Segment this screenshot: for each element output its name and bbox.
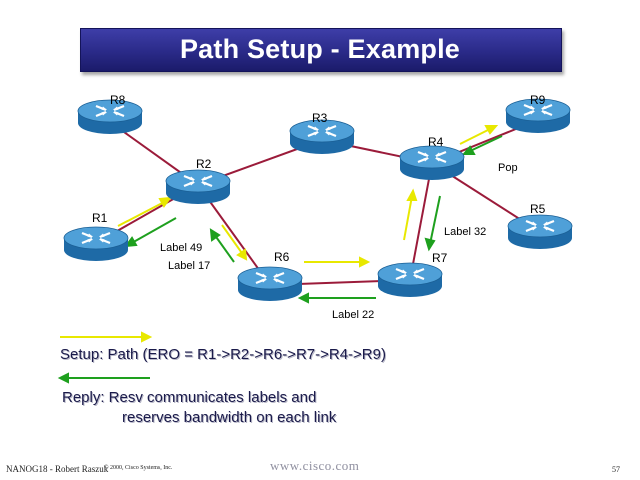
setup-arrow-r2-r6 — [221, 224, 245, 257]
router-r7-icon — [376, 261, 444, 299]
reply-arrowhead-r6-r2 — [209, 228, 221, 242]
router-r3-icon — [288, 118, 356, 156]
router-label-r2: R2 — [196, 157, 212, 171]
label-32: Label 32 — [444, 226, 486, 238]
slide-title: Path Setup - Example — [179, 34, 461, 64]
setup-arrow-r4-r9 — [459, 127, 493, 145]
footer-copyright: © 2000, Cisco Systems, Inc. — [104, 465, 173, 471]
reply-arrows — [57, 135, 503, 384]
router-label-r1: R1 — [92, 211, 108, 225]
reply-arrowhead-r2-r1 — [123, 236, 138, 248]
label-pop: Pop — [498, 162, 518, 174]
router-r4-icon — [398, 144, 466, 182]
legend-reply-text-line1: Reply: Resv communicates labels and — [62, 389, 317, 406]
reply-arrowhead-r9-r4 — [461, 145, 476, 155]
setup-arrowhead-r6-r7 — [359, 256, 371, 268]
setup-arrows — [60, 125, 499, 343]
footer-author: NANOG18 - Robert Raszuk — [6, 464, 109, 474]
legend-setup-arrowhead — [141, 331, 153, 343]
title-bar — [80, 28, 562, 72]
setup-arrowhead-r1-r2 — [158, 196, 173, 208]
router-label-r7: R7 — [432, 251, 448, 265]
reply-arrow-r4-r7 — [429, 195, 441, 245]
setup-arrow-r7-r4 — [403, 195, 413, 241]
router-r1-icon — [62, 225, 130, 263]
page-number: 57 — [612, 465, 620, 474]
label-17: Label 17 — [168, 260, 210, 272]
setup-arrowhead-r7-r4 — [406, 188, 418, 201]
reply-arrow-r2-r1 — [129, 217, 177, 245]
label-22: Label 22 — [332, 309, 374, 321]
router-label-r4: R4 — [428, 135, 444, 149]
link-r4-r7 — [409, 162, 433, 281]
router-label-r3: R3 — [312, 111, 328, 125]
legend-setup-text: Setup: Path (ERO = R1->R2->R6->R7->R4->R… — [60, 346, 386, 363]
reply-arrow-r9-r4 — [467, 135, 503, 153]
router-label-r5: R5 — [530, 202, 546, 216]
setup-arrow-r1-r2 — [117, 199, 169, 227]
router-r6-icon — [236, 265, 304, 303]
router-label-r9: R9 — [530, 93, 546, 107]
setup-arrowhead-r2-r6 — [236, 248, 248, 261]
footer-url: www.cisco.com — [270, 458, 360, 473]
legend-reply-text-line2: reserves bandwidth on each link — [122, 409, 337, 426]
reply-arrowhead-r4-r7 — [424, 237, 436, 252]
legend-reply-arrowhead — [57, 372, 69, 384]
router-r2-icon — [164, 168, 232, 206]
router-r5-icon — [506, 213, 574, 251]
router-label-r8: R8 — [110, 93, 126, 107]
reply-arrow-r6-r2 — [213, 233, 235, 263]
router-label-r6: R6 — [274, 250, 290, 264]
setup-arrowhead-r4-r9 — [484, 125, 499, 135]
reply-arrowhead-r7-r6 — [297, 292, 309, 304]
label-49: Label 49 — [160, 242, 202, 254]
